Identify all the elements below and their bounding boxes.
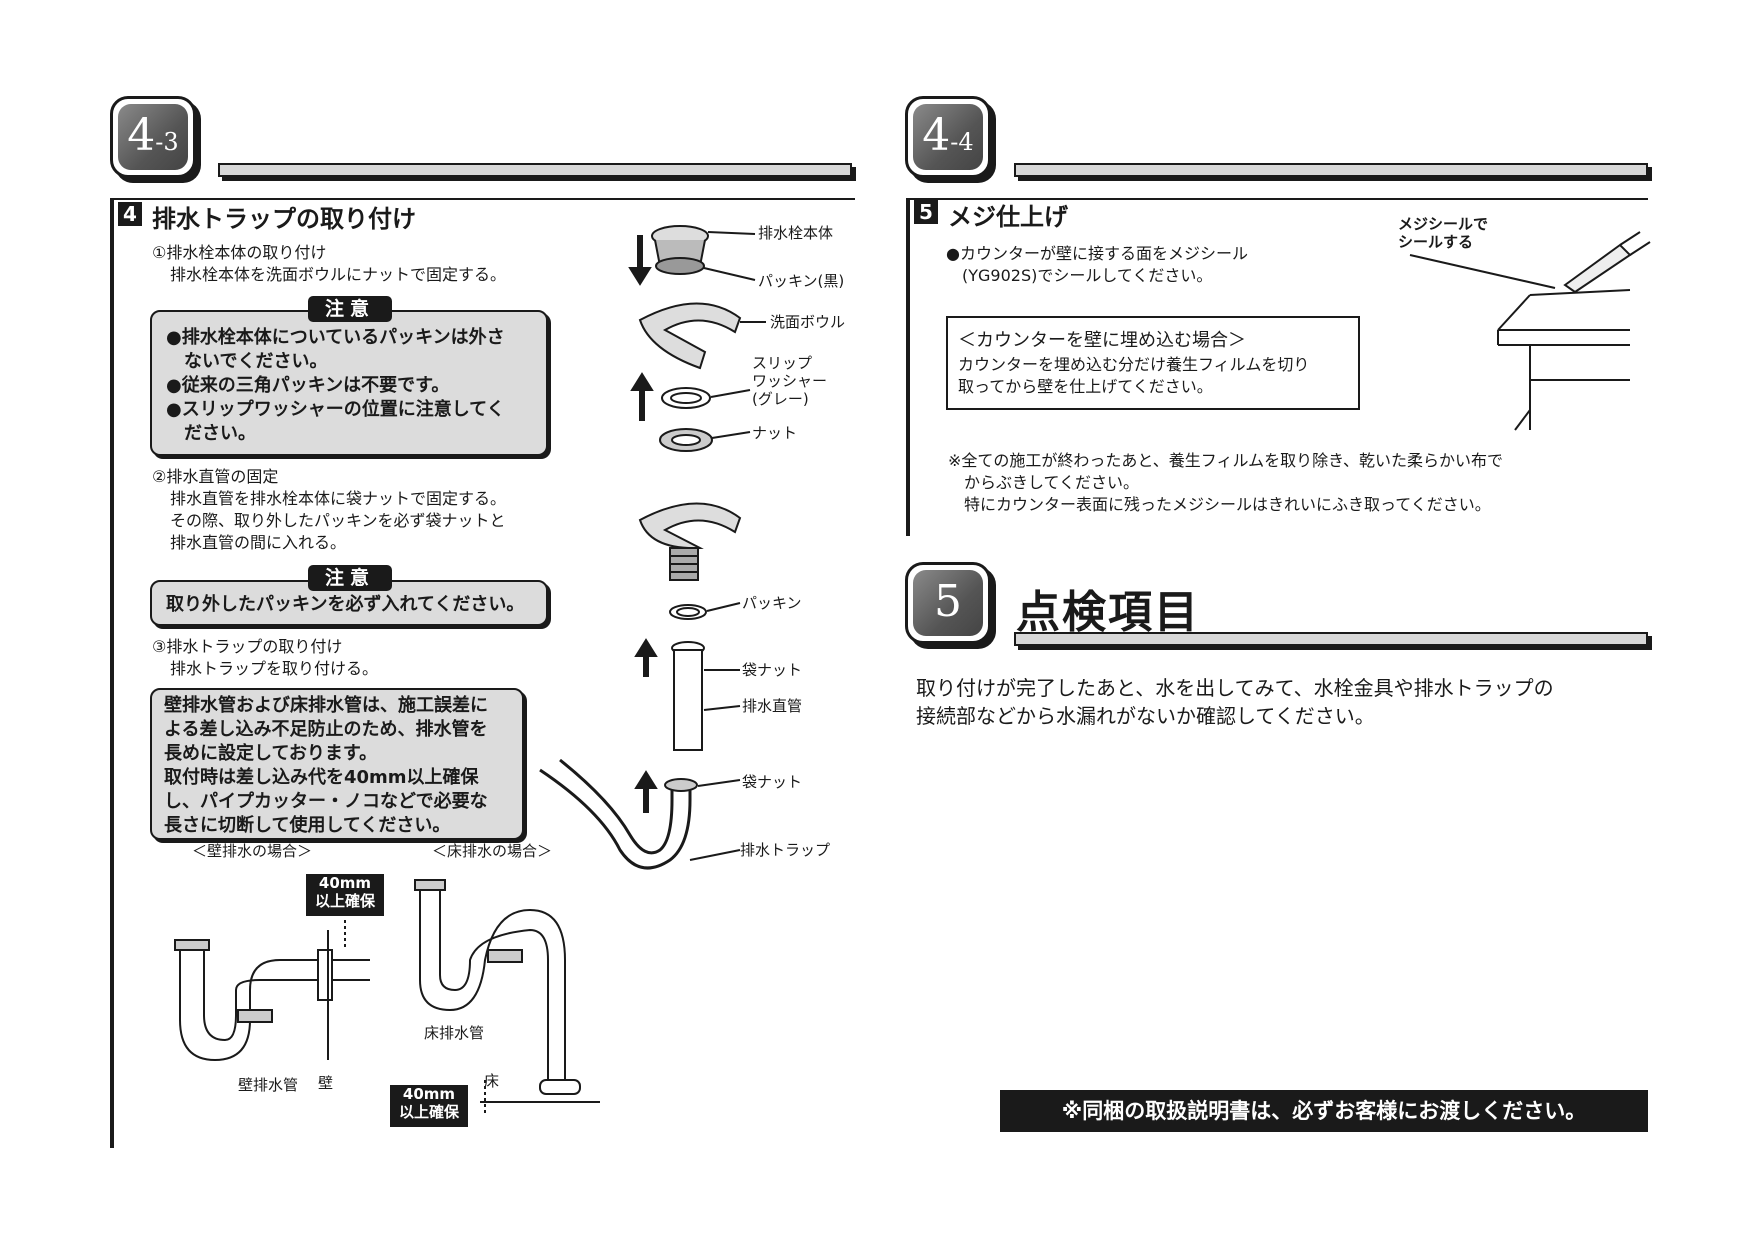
left-margin-line xyxy=(110,198,114,1148)
section-title-joint-finish: メジ仕上げ xyxy=(948,203,1068,231)
note-line: し、パイプカッター・ノコなどで必要な xyxy=(164,791,488,812)
note-line: よる差し込み不足防止のため、排水管を xyxy=(164,719,488,740)
header-bar-left xyxy=(218,163,852,177)
drain-trap-icon xyxy=(539,758,692,870)
step2-title: ②排水直管の固定 xyxy=(152,467,279,486)
wall-drain-case-label: ＜壁排水の場合＞ xyxy=(192,842,313,860)
straight-pipe-icon xyxy=(673,649,703,751)
inspection-title: 点検項目 xyxy=(1016,587,1200,638)
label-slip-washer: スリップ xyxy=(752,354,813,372)
label-drain-body: 排水栓本体 xyxy=(758,224,834,242)
seal-instruction-line: ●カウンターが壁に接する面をメジシール xyxy=(946,244,1248,263)
label-wall: 壁 xyxy=(318,1074,334,1092)
step1-body: 排水栓本体を洗面ボウルにナットで固定する。 xyxy=(170,265,507,284)
step1-title: ①排水栓本体の取り付け xyxy=(152,243,327,262)
seal-instruction-line: (YG902S)でシールしてください。 xyxy=(946,266,1213,285)
embed-case-line: カウンターを埋め込む分だけ養生フィルムを切り xyxy=(958,355,1310,374)
arrow-up-icon xyxy=(634,770,658,813)
section-number-4: 4 xyxy=(118,202,142,226)
slip-washer-icon xyxy=(661,387,711,409)
ensure-40mm-floor: 40mm 以上確保 xyxy=(390,1085,468,1127)
step2-line: その際、取り外したパッキンを必ず袋ナットと xyxy=(170,511,506,530)
step2-line: 排水直管の間に入れる。 xyxy=(170,533,347,552)
finish-note-line: ※全ての施工が終わったあと、養生フィルムを取り除き、乾いた柔らかい布で xyxy=(948,451,1504,470)
caution1-line: ●従来の三角パッキンは不要です。 xyxy=(166,375,450,396)
note-line: 壁排水管および床排水管は、施工誤差に xyxy=(164,695,488,716)
note-box-pipe-length: 壁排水管および床排水管は、施工誤差に よる差し込み不足防止のため、排水管を 長め… xyxy=(150,688,524,840)
embed-case-line: 取ってから壁を仕上げてください。 xyxy=(958,377,1213,396)
badge-main-number: 4 xyxy=(127,110,156,161)
label-bag-nut-1: 袋ナット xyxy=(742,661,803,679)
embed-case-title: ＜カウンターを壁に埋め込む場合＞ xyxy=(958,330,1246,351)
arrow-up-icon xyxy=(630,372,654,421)
note-line: 長めに設定しております。 xyxy=(164,743,378,764)
bowl-with-drain-icon xyxy=(638,502,742,550)
wall-drain-trap-icon xyxy=(179,950,370,1062)
step3-body: 排水トラップを取り付ける。 xyxy=(170,659,379,678)
section-title-drain-trap: 排水トラップの取り付け xyxy=(152,205,416,233)
footer-handover-notice: ※同梱の取扱説明書は、必ずお客様にお渡しください。 xyxy=(1000,1090,1648,1132)
step-badge-4-3: 4-3 xyxy=(110,96,196,178)
embed-case-box: ＜カウンターを壁に埋め込む場合＞ カウンターを埋め込む分だけ養生フィルムを切り … xyxy=(946,316,1360,410)
packing-icon xyxy=(669,604,707,620)
label-straight-pipe: 排水直管 xyxy=(742,697,803,715)
caution-box-1: ●排水栓本体についているパッキンは外さ ないでください。 ●従来の三角パッキンは… xyxy=(150,310,548,456)
inspection-text-line: 接続部などから水漏れがないか確認してください。 xyxy=(916,704,1375,728)
label-floor: 床 xyxy=(484,1072,500,1090)
seal-callout-label: メジシールで xyxy=(1398,215,1489,233)
section5-rule xyxy=(906,198,1648,200)
floor-drain-trap-icon xyxy=(419,890,566,1080)
section-number-5: 5 xyxy=(914,200,938,224)
section4-rule xyxy=(110,198,855,200)
badge-main-number: 4 xyxy=(922,110,951,161)
step-badge-4-4: 4-4 xyxy=(905,96,991,178)
label-wash-bowl: 洗面ボウル xyxy=(770,313,846,331)
label-nut: ナット xyxy=(752,424,798,442)
caution1-line: ●スリップワッシャーの位置に注意してく xyxy=(166,399,505,420)
label-slip-washer: (グレー) xyxy=(752,390,809,408)
caution-label-1: 注意 xyxy=(308,296,392,322)
arrow-down-icon xyxy=(628,235,652,286)
floor-drain-case-label: ＜床排水の場合＞ xyxy=(432,842,553,860)
finish-note-line: 特にカウンター表面に残ったメジシールはきれいにふき取ってください。 xyxy=(948,495,1491,514)
finish-note-line: からぶきしてください。 xyxy=(948,473,1140,492)
caution-label-2: 注意 xyxy=(308,565,392,591)
label-packing-black: パッキン(黒) xyxy=(758,272,845,290)
arrow-up-icon xyxy=(634,638,658,677)
seal-gun-icon xyxy=(1563,243,1632,294)
inspection-badge: 5 xyxy=(905,562,991,644)
label-floor-pipe: 床排水管 xyxy=(424,1024,485,1042)
label-wall-pipe: 壁排水管 xyxy=(238,1076,299,1094)
caution2-text: 取り外したパッキンを必ず入れてください。 xyxy=(166,594,525,615)
label-packing: パッキン xyxy=(742,594,802,612)
caution1-line: ださい。 xyxy=(166,423,256,444)
note-line: 長さに切断して使用してください。 xyxy=(164,815,451,836)
badge-sub-number: -4 xyxy=(950,128,974,156)
ensure-40mm-wall: 40mm 以上確保 xyxy=(306,874,384,916)
label-slip-washer: ワッシャー xyxy=(752,372,828,390)
caution1-line: ●排水栓本体についているパッキンは外さ xyxy=(166,327,505,348)
counter-illustration xyxy=(1497,289,1631,431)
badge-sub-number: -3 xyxy=(155,128,179,156)
right-margin-line xyxy=(906,198,910,536)
caution1-line: ないでください。 xyxy=(166,351,328,372)
note-line: 取付時は差し込み代を40mm以上確保 xyxy=(164,767,479,788)
inspection-number: 5 xyxy=(934,576,962,627)
inspection-bar xyxy=(1014,632,1648,646)
header-bar-right xyxy=(1014,163,1648,177)
seal-callout-label: シールする xyxy=(1398,233,1474,251)
step2-line: 排水直管を排水栓本体に袋ナットで固定する。 xyxy=(170,489,507,508)
wash-bowl-icon xyxy=(638,302,742,370)
step3-title: ③排水トラップの取り付け xyxy=(152,637,343,656)
label-bag-nut-2: 袋ナット xyxy=(742,773,803,791)
label-drain-trap: 排水トラップ xyxy=(740,841,831,859)
inspection-text-line: 取り付けが完了したあと、水を出してみて、水栓金具や排水トラップの xyxy=(916,676,1554,700)
